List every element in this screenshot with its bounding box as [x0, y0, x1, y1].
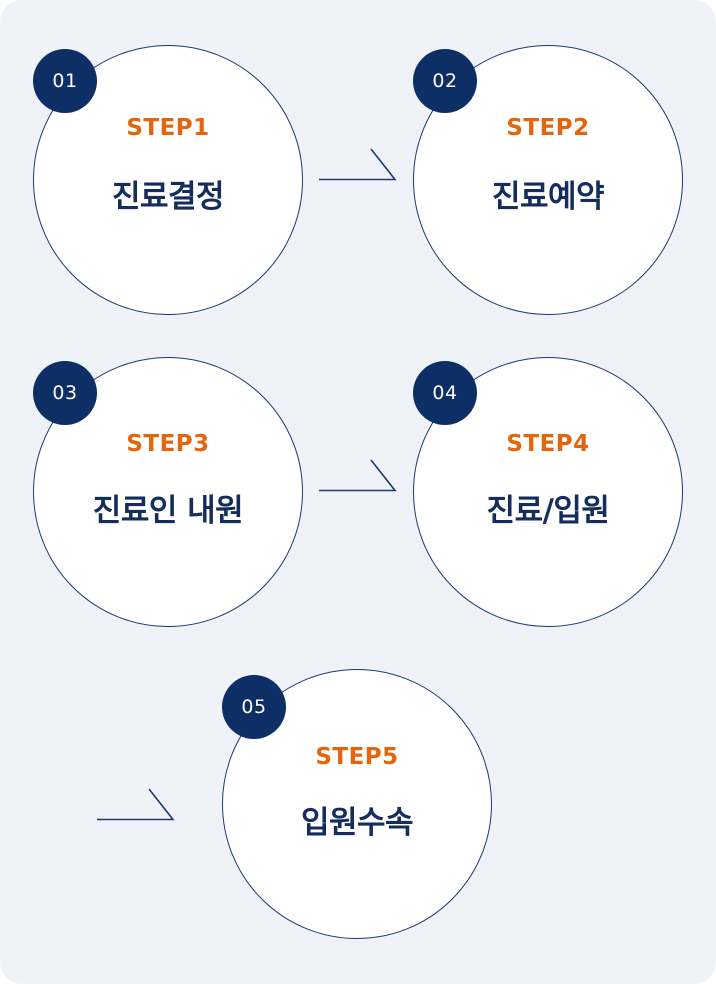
step-1: 01 STEP1 진료결정 — [33, 45, 303, 315]
arrow-right-icon — [319, 148, 397, 181]
step-3-title: 진료인 내원 — [92, 493, 244, 529]
step-5-label: STEP5 — [315, 744, 399, 770]
step-1-number-badge: 01 — [33, 49, 97, 113]
step-3-label: STEP3 — [126, 431, 210, 457]
step-5-number-badge: 05 — [222, 675, 286, 739]
step-2-number-badge: 02 — [413, 49, 477, 113]
step-1-title: 진료결정 — [111, 179, 225, 215]
step-3: 03 STEP3 진료인 내원 — [33, 357, 303, 627]
step-4-title: 진료/입원 — [486, 493, 610, 529]
step-2: 02 STEP2 진료예약 — [413, 45, 683, 315]
arrow-right-icon — [319, 459, 397, 492]
step-1-label: STEP1 — [126, 115, 210, 141]
step-5: 05 STEP5 입원수속 — [222, 669, 492, 939]
arrow-right-icon — [97, 788, 175, 821]
step-4-label: STEP4 — [506, 431, 590, 457]
step-3-number-badge: 03 — [33, 361, 97, 425]
step-4-number-badge: 04 — [413, 361, 477, 425]
step-2-label: STEP2 — [506, 115, 590, 141]
step-2-title: 진료예약 — [491, 179, 605, 215]
step-4: 04 STEP4 진료/입원 — [413, 357, 683, 627]
step-5-title: 입원수속 — [300, 805, 414, 841]
